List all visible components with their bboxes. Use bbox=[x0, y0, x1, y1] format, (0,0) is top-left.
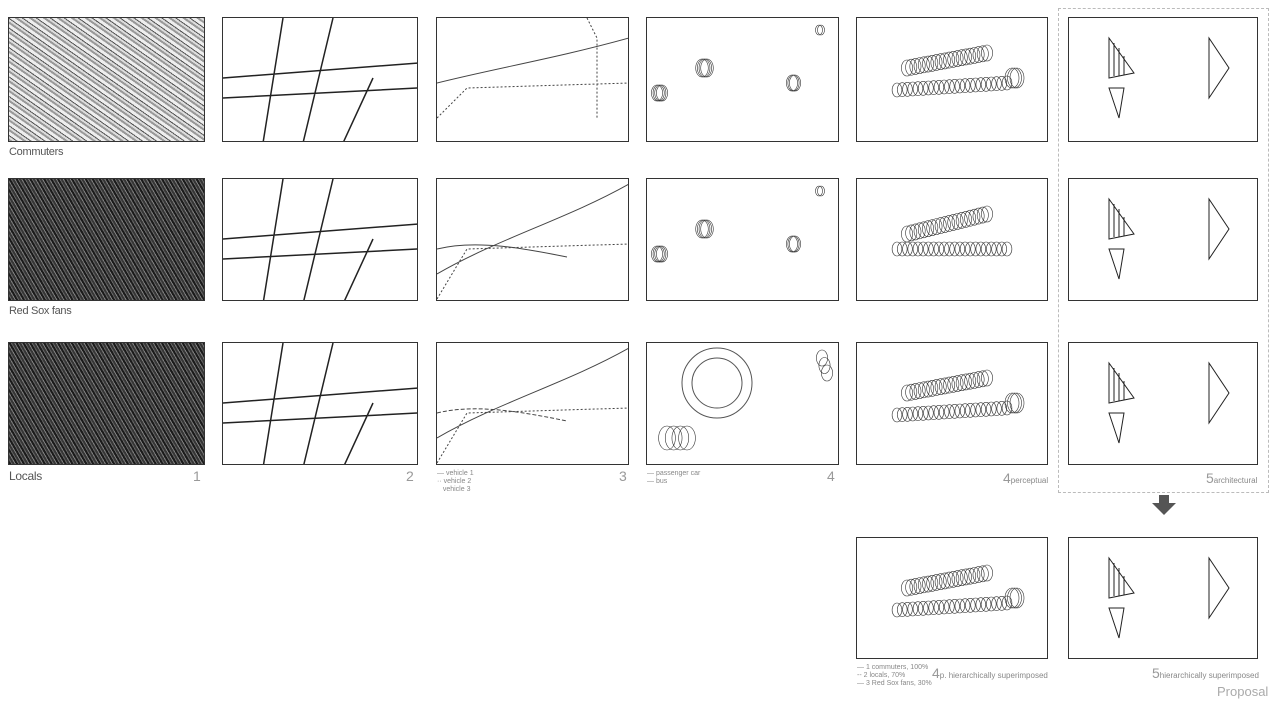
sketch-drawing bbox=[891, 44, 1025, 98]
architectural-group-outline bbox=[1058, 8, 1269, 493]
sketch-panel bbox=[856, 178, 1048, 301]
legend-item: — 1 commuters, 100% bbox=[857, 664, 929, 671]
sketch-panel bbox=[436, 17, 629, 142]
column-number-2: 2 bbox=[406, 468, 414, 484]
sketch-drawing bbox=[1108, 556, 1230, 639]
caption-p-hierarchically-superimposed: 4p. hierarchically superimposed bbox=[932, 665, 1048, 681]
row-label-red-sox-fans: Red Sox fans bbox=[9, 305, 72, 317]
sketch-drawing bbox=[891, 205, 1013, 257]
legend-item: ·· vehicle 2 bbox=[437, 478, 472, 485]
sketch-panel bbox=[1068, 342, 1258, 465]
row-label-locals: Locals bbox=[9, 469, 42, 483]
sketch-drawing bbox=[223, 18, 417, 141]
photo-panel bbox=[8, 17, 205, 142]
sketch-panel bbox=[856, 17, 1048, 142]
sketch-panel bbox=[222, 178, 418, 301]
sketch-drawing bbox=[651, 185, 825, 263]
legend-item: -- 2 locals, 70% bbox=[857, 672, 906, 679]
legend-item: vehicle 3 bbox=[442, 486, 471, 493]
proposal-panel bbox=[1068, 537, 1258, 659]
down-arrow-icon bbox=[1152, 495, 1176, 515]
sketch-panel bbox=[1068, 178, 1258, 301]
sketch-panel bbox=[436, 178, 629, 301]
sketch-panel bbox=[436, 342, 629, 465]
sketch-panel bbox=[856, 342, 1048, 465]
sketch-drawing bbox=[1108, 36, 1230, 119]
sketch-drawing bbox=[1108, 361, 1230, 444]
sketch-drawing bbox=[437, 18, 628, 119]
sketch-drawing bbox=[651, 24, 825, 102]
legend-item: — passenger car bbox=[647, 470, 701, 477]
sketch-panel bbox=[1068, 17, 1258, 142]
column-number-3: 3 bbox=[619, 468, 627, 484]
sketch-panel bbox=[646, 17, 839, 142]
sketch-drawing bbox=[658, 347, 833, 451]
sketch-panel bbox=[222, 17, 418, 142]
sketch-drawing bbox=[223, 343, 417, 464]
proposal-label: Proposal bbox=[1217, 684, 1269, 699]
sketch-drawing bbox=[437, 347, 628, 464]
sketch-drawing bbox=[891, 564, 1025, 618]
legend-item: — vehicle 1 bbox=[437, 470, 474, 477]
sketch-drawing bbox=[1108, 197, 1230, 280]
legend-item: — bus bbox=[647, 478, 668, 485]
sketch-drawing bbox=[223, 179, 417, 300]
column-number-4: 4 bbox=[827, 468, 835, 484]
sketch-panel bbox=[646, 342, 839, 465]
sketch-drawing bbox=[891, 369, 1025, 423]
caption-perceptual: 4perceptual bbox=[1003, 470, 1049, 486]
row-label-commuters: Commuters bbox=[9, 146, 64, 158]
photo-panel bbox=[8, 178, 205, 301]
caption-architectural: 5architectural bbox=[1206, 470, 1258, 486]
transport-legend: — passenger car — bus bbox=[647, 470, 700, 486]
group-legend: — 1 commuters, 100% -- 2 locals, 70% — 3… bbox=[857, 664, 932, 688]
column-number-1: 1 bbox=[193, 468, 201, 484]
sketch-drawing bbox=[437, 183, 628, 300]
vehicle-legend: — vehicle 1 ·· vehicle 2 vehicle 3 bbox=[437, 470, 474, 494]
proposal-panel bbox=[856, 537, 1048, 659]
legend-item: — 3 Red Sox fans, 30% bbox=[857, 680, 932, 687]
photo-panel bbox=[8, 342, 205, 465]
sketch-panel bbox=[222, 342, 418, 465]
sketch-panel bbox=[646, 178, 839, 301]
caption-hierarchically-superimposed: 5hierarchically superimposed bbox=[1152, 665, 1259, 681]
